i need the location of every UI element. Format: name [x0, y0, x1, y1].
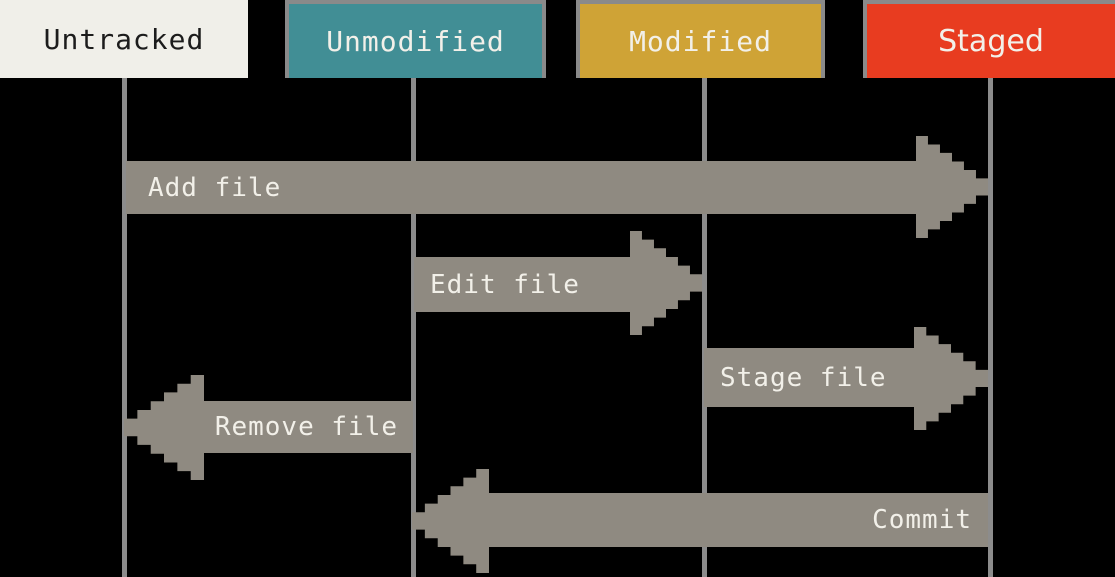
arrow-remove-file: Remove file [204, 401, 413, 453]
arrow-edit-file: Edit file [414, 257, 630, 312]
state-label-staged: Staged [938, 23, 1044, 59]
state-box-modified: Modified [576, 0, 825, 78]
arrow-commit: Commit [489, 493, 988, 547]
state-label-unmodified: Unmodified [326, 24, 505, 58]
lifeline-untracked [122, 78, 127, 577]
arrow-edit-file-head-icon [630, 231, 702, 335]
arrow-add-file-label: Add file [148, 172, 282, 203]
arrow-stage-file-label: Stage file [720, 362, 887, 393]
state-box-unmodified: Unmodified [285, 0, 546, 78]
state-box-untracked: Untracked [0, 0, 248, 78]
lifeline-staged [988, 78, 993, 577]
arrow-stage-file: Stage file [704, 348, 914, 407]
arrow-remove-file-head-icon [124, 375, 204, 480]
state-label-modified: Modified [629, 24, 772, 58]
arrow-add-file-head-icon [916, 136, 988, 238]
arrow-stage-file-head-icon [914, 327, 988, 430]
arrow-add-file: Add file [126, 161, 916, 214]
arrow-edit-file-label: Edit file [430, 269, 580, 300]
state-box-staged: Staged [863, 0, 1115, 78]
arrow-remove-file-label: Remove file [214, 412, 398, 442]
arrow-commit-label: Commit [872, 505, 972, 535]
state-label-untracked: Untracked [43, 22, 205, 56]
arrow-commit-head-icon [412, 469, 489, 573]
lifeline-unmodified [411, 78, 416, 577]
lifeline-modified [702, 78, 707, 577]
